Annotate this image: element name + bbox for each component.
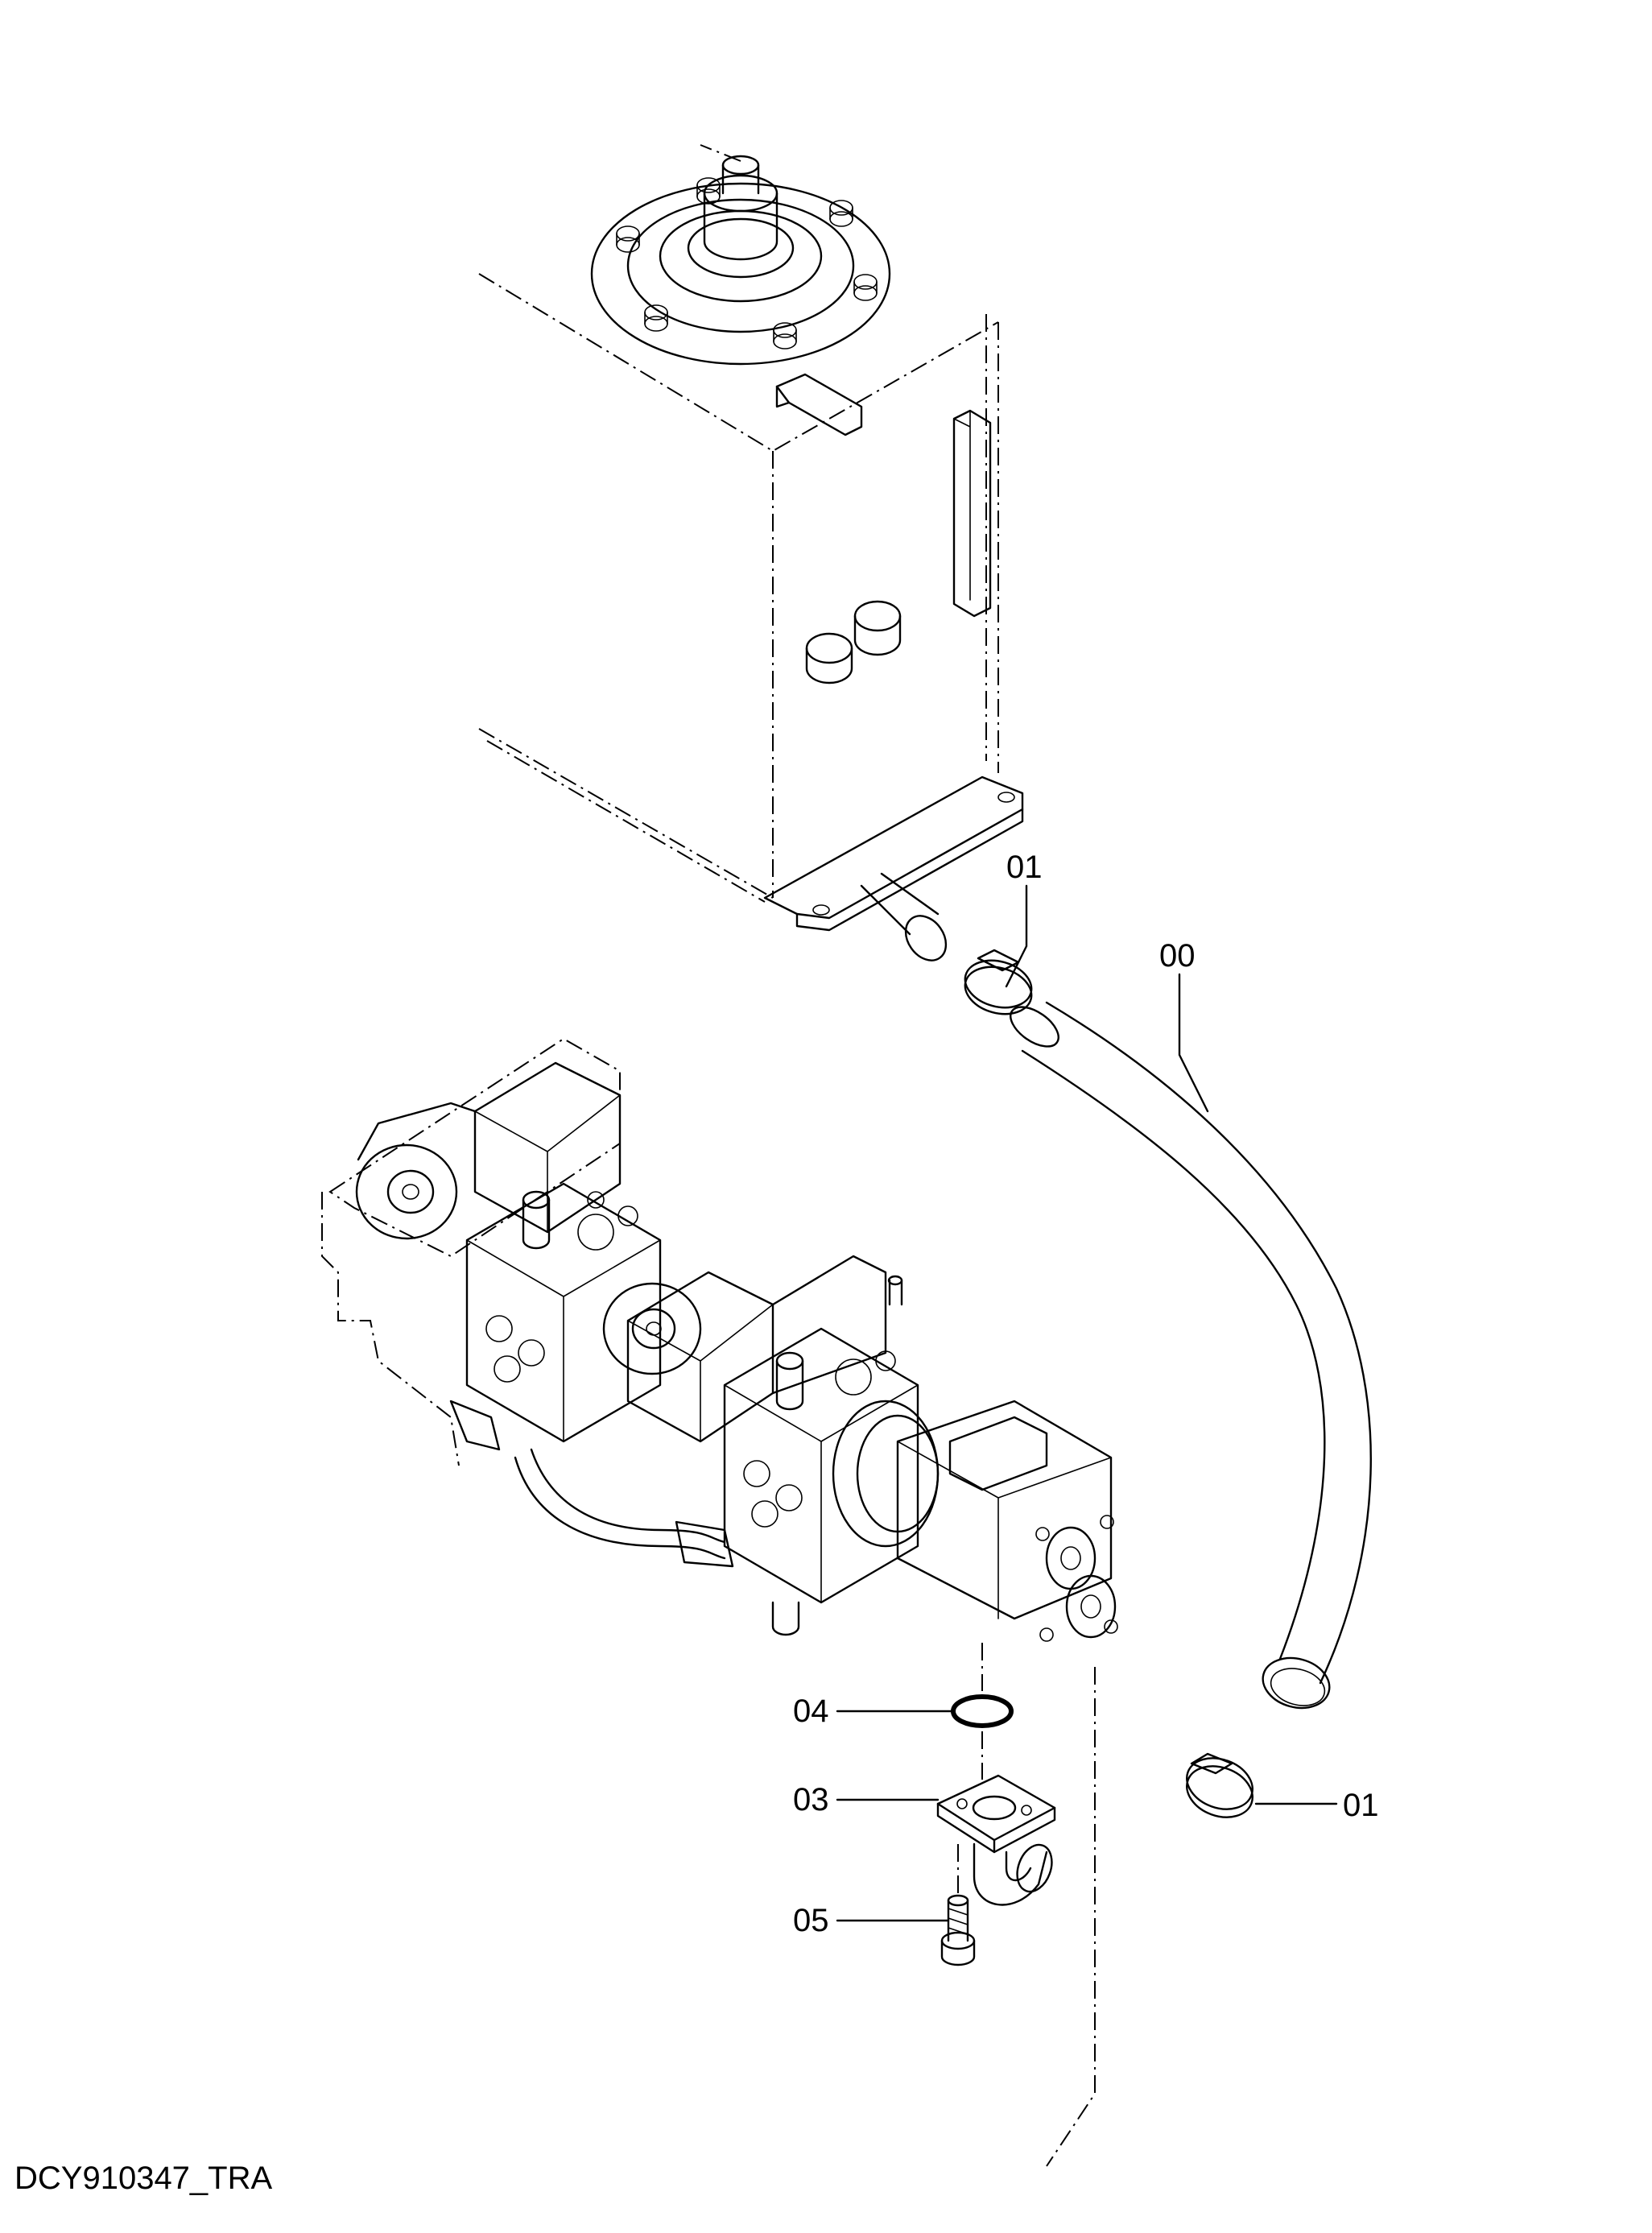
hydraulic-pump-assembly	[321, 1037, 1118, 2167]
callout-00: 00	[1159, 938, 1196, 974]
hose-clamp-upper	[964, 949, 1033, 1015]
bolt	[940, 1844, 976, 1966]
callout-leaders	[836, 884, 1338, 1922]
o-ring	[951, 1643, 1014, 1728]
flange	[936, 1731, 1056, 1906]
callout-01-lower: 01	[1343, 1788, 1379, 1823]
hydraulic-tank	[478, 144, 1024, 961]
drawing-code: DCY910347_TRA	[14, 2161, 272, 2196]
callout-04: 04	[793, 1693, 829, 1729]
callout-03: 03	[793, 1782, 829, 1817]
callout-05: 05	[793, 1903, 829, 1938]
callout-01-upper: 01	[1006, 850, 1043, 885]
suction-hose	[1010, 1001, 1372, 1710]
hose-clamp-lower	[1186, 1752, 1253, 1818]
